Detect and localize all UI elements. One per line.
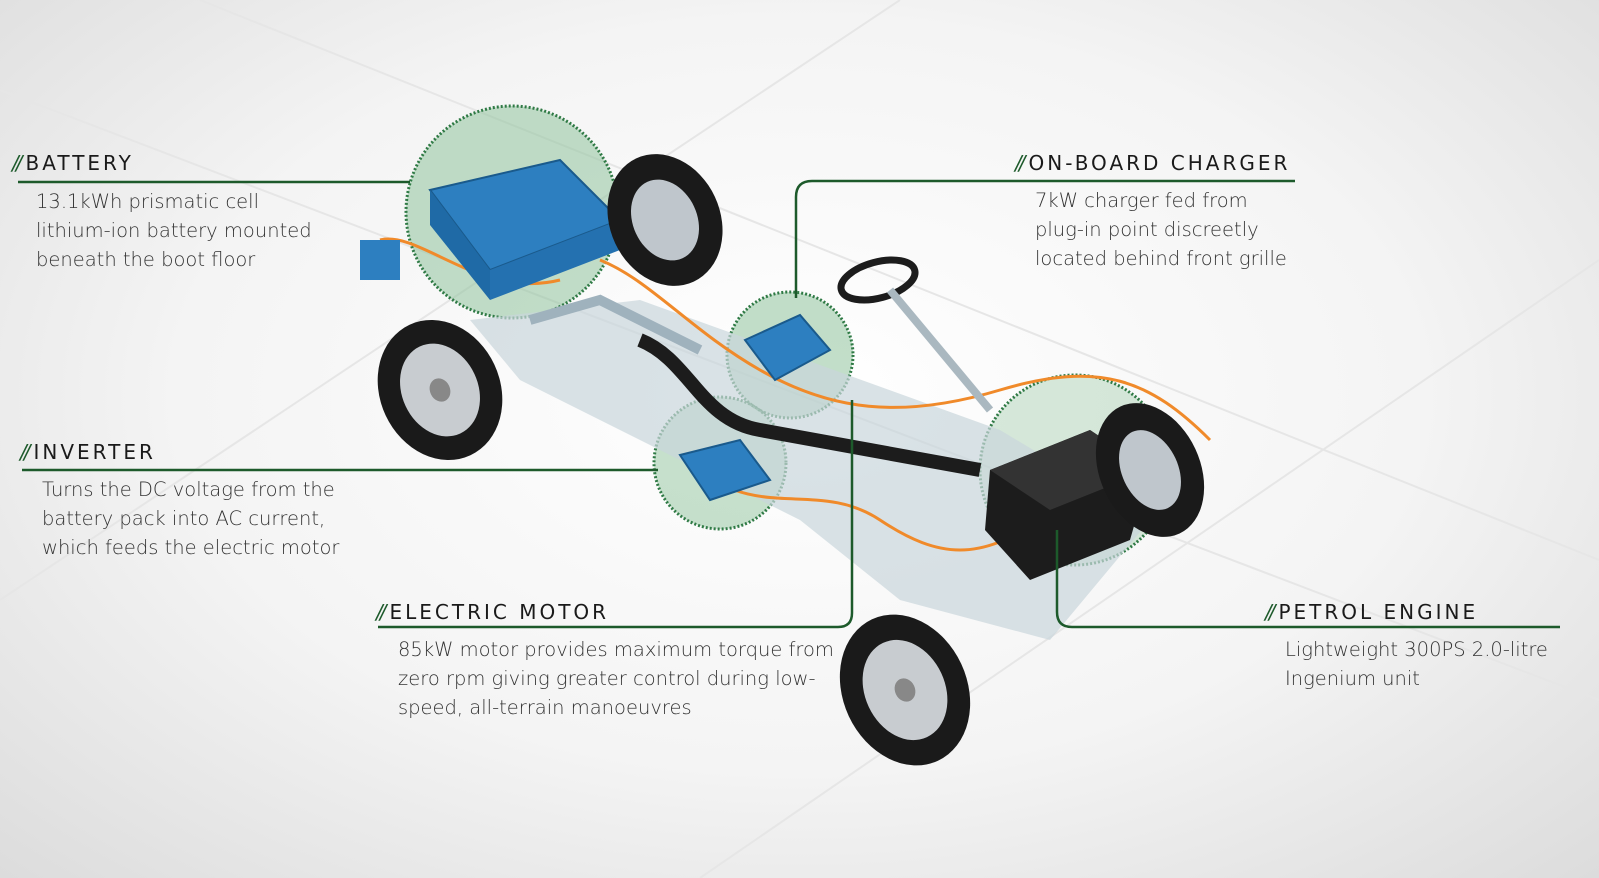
battery-pack bbox=[360, 158, 622, 300]
leader-lines bbox=[18, 179, 1560, 629]
callout-line: speed, all-terrain manoeuvres bbox=[398, 696, 692, 719]
steering-wheel bbox=[837, 256, 994, 413]
callout-title: INVERTER bbox=[33, 440, 156, 464]
slash-mark: // bbox=[1265, 600, 1276, 624]
callout-line: 7kW charger fed from bbox=[1035, 189, 1248, 212]
callout-title: ON-BOARD CHARGER bbox=[1028, 151, 1291, 175]
callout-line: 13.1kWh prismatic cell bbox=[36, 190, 260, 213]
slash-mark: // bbox=[376, 600, 387, 624]
callout-line: located behind front grille bbox=[1035, 247, 1287, 270]
charger-unit bbox=[743, 313, 832, 382]
callout-electric-motor: //ELECTRIC MOTOR 85kW motor provides max… bbox=[376, 600, 834, 722]
callout-on-board-charger: //ON-BOARD CHARGER 7kW charger fed from … bbox=[1015, 151, 1290, 273]
callout-title: PETROL ENGINE bbox=[1278, 600, 1479, 624]
callout-line: beneath the boot floor bbox=[36, 248, 256, 271]
callout-line: zero rpm giving greater control during l… bbox=[398, 667, 816, 690]
callout-line: Lightweight 300PS 2.0-litre bbox=[1285, 638, 1548, 661]
callout-inverter: //INVERTER Turns the DC voltage from the… bbox=[20, 440, 339, 562]
callout-title: ELECTRIC MOTOR bbox=[389, 600, 610, 624]
callout-battery: //BATTERY 13.1kWh prismatic cell lithium… bbox=[12, 151, 312, 274]
callout-line: plug-in point discreetly bbox=[1035, 218, 1259, 241]
chassis bbox=[379, 237, 1212, 640]
callout-line: Turns the DC voltage from the bbox=[42, 478, 335, 501]
callout-petrol-engine: //PETROL ENGINE Lightweight 300PS 2.0-li… bbox=[1265, 600, 1548, 693]
callout-line: which feeds the electric motor bbox=[42, 536, 340, 559]
callout-line: 85kW motor provides maximum torque from bbox=[398, 638, 834, 661]
inverter-unit bbox=[678, 438, 772, 502]
slash-mark: // bbox=[1015, 151, 1026, 175]
callout-line: Ingenium unit bbox=[1285, 667, 1420, 690]
callout-title: BATTERY bbox=[25, 151, 134, 175]
slash-mark: // bbox=[20, 440, 31, 464]
wheels bbox=[377, 154, 1205, 766]
callout-line: lithium-ion battery mounted bbox=[36, 219, 312, 242]
callout-line: battery pack into AC current, bbox=[42, 507, 326, 530]
slash-mark: // bbox=[12, 151, 23, 175]
